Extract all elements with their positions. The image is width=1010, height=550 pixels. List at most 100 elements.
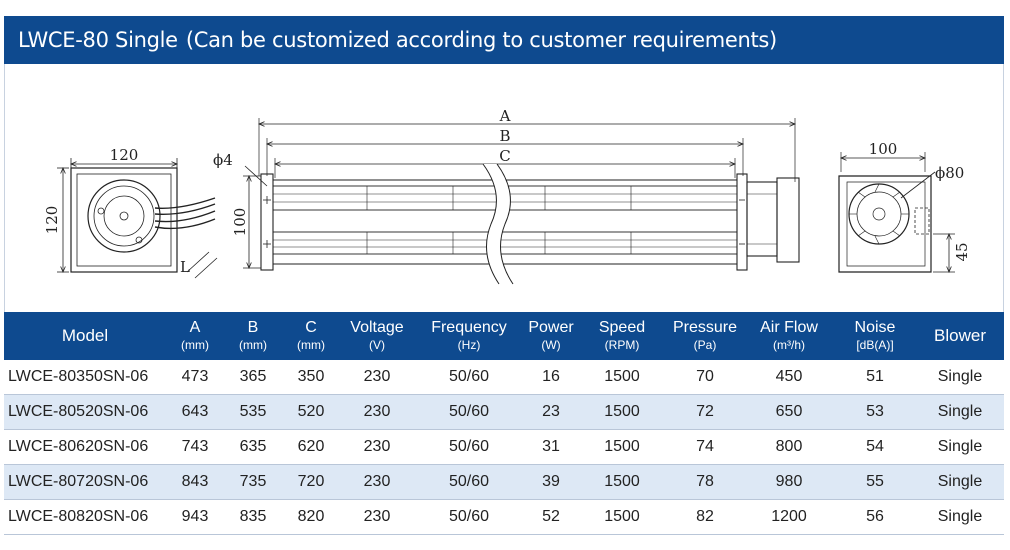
cell-speed: 1500 (578, 394, 666, 430)
cell-c: 520 (282, 394, 340, 430)
cell-speed: 1500 (578, 429, 666, 465)
col-model: Model (4, 312, 166, 360)
break-line-left (482, 163, 500, 285)
cell-a: 473 (166, 360, 224, 395)
cell-a: 643 (166, 394, 224, 430)
col-voltage: Voltage(V) (340, 312, 414, 360)
front-height-label: 120 (43, 206, 61, 235)
cell-model: LWCE-80520SN-06 (4, 394, 166, 430)
end-width-label: 100 (869, 140, 898, 158)
cell-air-flow: 800 (744, 429, 834, 465)
cell-frequency: 50/60 (414, 464, 524, 500)
phi4-label: ϕ4 (213, 151, 233, 169)
cell-power: 31 (524, 429, 578, 465)
cell-frequency: 50/60 (414, 360, 524, 395)
cell-voltage: 230 (340, 394, 414, 430)
cell-model: LWCE-80820SN-06 (4, 499, 166, 535)
drawing-svg: 120 120 L (43, 107, 971, 285)
cell-voltage: 230 (340, 429, 414, 465)
cell-c: 620 (282, 429, 340, 465)
col-a: A(mm) (166, 312, 224, 360)
front-width-label: 120 (110, 146, 139, 164)
col-pressure: Pressure(Pa) (666, 312, 744, 360)
cell-blower: Single (916, 394, 1004, 430)
table-row: LWCE-80520SN-06 643 535 520 230 50/60 23… (4, 394, 1004, 430)
cell-pressure: 78 (666, 464, 744, 500)
table-row: LWCE-80720SN-06 843 735 720 230 50/60 39… (4, 464, 1004, 500)
cell-b: 735 (224, 464, 282, 500)
cell-c: 350 (282, 360, 340, 395)
cell-noise: 51 (834, 360, 916, 395)
col-speed: Speed(RPM) (578, 312, 666, 360)
break-line-right (496, 163, 514, 285)
cell-blower: Single (916, 464, 1004, 500)
dim-c-label: C (499, 147, 510, 165)
side-height-label: 100 (231, 208, 249, 237)
cell-a: 843 (166, 464, 224, 500)
title-bar: LWCE-80 Single (Can be customized accord… (4, 16, 1004, 64)
cell-pressure: 82 (666, 499, 744, 535)
break-gap (483, 164, 513, 284)
cell-voltage: 230 (340, 499, 414, 535)
offset-45-label: 45 (953, 242, 971, 261)
cell-air-flow: 1200 (744, 499, 834, 535)
table-row: LWCE-80820SN-06 943 835 820 230 50/60 52… (4, 499, 1004, 535)
phi80-label: ϕ80 (935, 164, 964, 182)
cell-b: 365 (224, 360, 282, 395)
cell-b: 535 (224, 394, 282, 430)
cell-pressure: 74 (666, 429, 744, 465)
cell-pressure: 70 (666, 360, 744, 395)
col-b: B(mm) (224, 312, 282, 360)
cell-b: 835 (224, 499, 282, 535)
cell-air-flow: 650 (744, 394, 834, 430)
product-subtitle: (Can be customized according to customer… (185, 28, 777, 52)
cell-model: LWCE-80350SN-06 (4, 360, 166, 395)
cell-power: 39 (524, 464, 578, 500)
cell-speed: 1500 (578, 360, 666, 395)
dim-a-label: A (499, 107, 511, 125)
cell-voltage: 230 (340, 360, 414, 395)
cell-a: 743 (166, 429, 224, 465)
dim-b-label: B (499, 127, 510, 145)
technical-drawing: 120 120 L (4, 64, 1004, 312)
cell-frequency: 50/60 (414, 499, 524, 535)
cell-speed: 1500 (578, 499, 666, 535)
col-power: Power(W) (524, 312, 578, 360)
side-view (243, 118, 800, 271)
table-row: LWCE-80620SN-06 743 635 620 230 50/60 31… (4, 429, 1004, 465)
cell-blower: Single (916, 499, 1004, 535)
cell-air-flow: 980 (744, 464, 834, 500)
cell-c: 820 (282, 499, 340, 535)
col-c: C(mm) (282, 312, 340, 360)
table-row: LWCE-80350SN-06 473 365 350 230 50/60 16… (4, 360, 1004, 395)
cell-blower: Single (916, 360, 1004, 395)
cell-model: LWCE-80620SN-06 (4, 429, 166, 465)
spec-table-header: Model A(mm) B(mm) C(mm) Voltage(V) Frequ… (4, 312, 1004, 360)
cell-power: 16 (524, 360, 578, 395)
col-blower: Blower (916, 312, 1004, 360)
cell-model: LWCE-80720SN-06 (4, 464, 166, 500)
front-view (57, 158, 218, 279)
cell-b: 635 (224, 429, 282, 465)
cell-speed: 1500 (578, 464, 666, 500)
cell-noise: 55 (834, 464, 916, 500)
product-title: LWCE-80 Single (18, 28, 178, 52)
cell-voltage: 230 (340, 464, 414, 500)
cell-a: 943 (166, 499, 224, 535)
cell-frequency: 50/60 (414, 429, 524, 465)
cell-noise: 56 (834, 499, 916, 535)
col-frequency: Frequency(Hz) (414, 312, 524, 360)
cell-pressure: 72 (666, 394, 744, 430)
cell-blower: Single (916, 429, 1004, 465)
spec-table: Model A(mm) B(mm) C(mm) Voltage(V) Frequ… (4, 312, 1004, 535)
end-view (838, 152, 955, 272)
cell-air-flow: 450 (744, 360, 834, 395)
cell-power: 52 (524, 499, 578, 535)
cell-c: 720 (282, 464, 340, 500)
col-air-flow: Air Flow(m³/h) (744, 312, 834, 360)
cell-frequency: 50/60 (414, 394, 524, 430)
cell-noise: 54 (834, 429, 916, 465)
cell-power: 23 (524, 394, 578, 430)
col-noise: Noise[dB(A)] (834, 312, 916, 360)
